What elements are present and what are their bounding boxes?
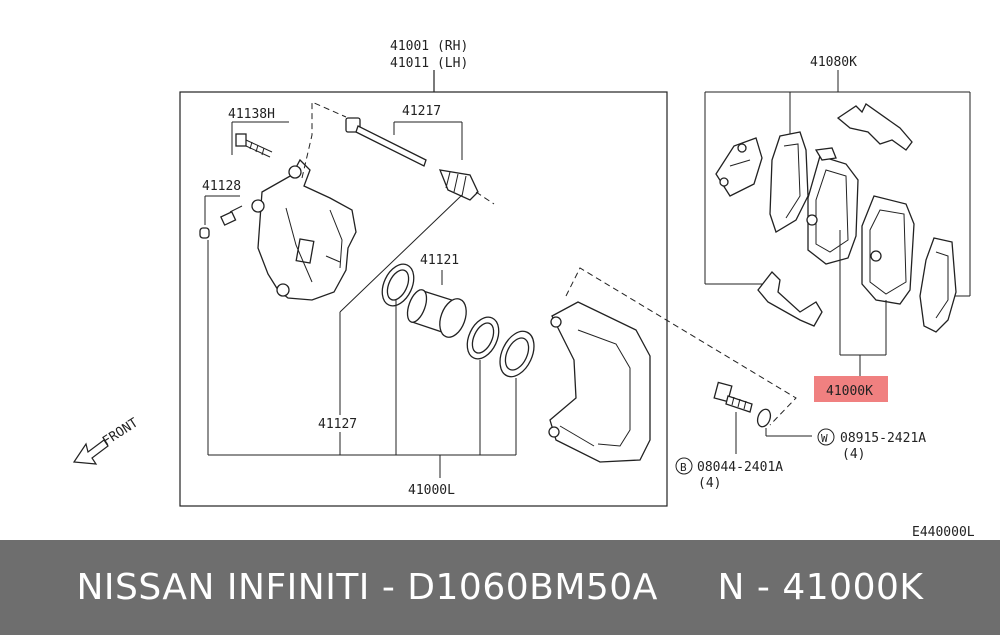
footer-banner: NISSAN INFINITI - D1060BM50A N - 41000K	[0, 540, 1000, 635]
pad-shim-right	[919, 237, 957, 333]
label-front: FRONT	[100, 415, 141, 449]
label-41138h: 41138H	[228, 107, 275, 122]
label-washer-qty: (4)	[842, 447, 865, 462]
guide-pin-set	[345, 117, 495, 205]
pad-shim	[715, 137, 763, 197]
label-caliper-rh: 41001 (RH)	[390, 39, 468, 54]
brake-pad-outer	[806, 147, 859, 265]
label-41080k: 41080K	[810, 55, 857, 70]
brake-pad-inner	[861, 195, 915, 305]
label-washer-part: 08915-2421A	[840, 431, 926, 446]
caliper-group-box	[179, 91, 668, 507]
bleeder-screw	[199, 205, 243, 239]
label-bolt-qty: (4)	[698, 476, 721, 491]
label-41000k: 41000K	[826, 384, 873, 399]
washer	[756, 408, 772, 428]
caliper-bracket	[548, 301, 651, 463]
label-41217: 41217	[402, 104, 441, 119]
bolt-41138h	[235, 133, 273, 158]
washer-code-icon: W	[821, 432, 828, 445]
caliper-body	[251, 158, 357, 301]
label-41127: 41127	[318, 417, 357, 432]
label-bolt-part: 08044-2401A	[697, 460, 783, 475]
label-caliper-lh: 41011 (LH)	[390, 56, 468, 71]
pad-clip-top	[836, 103, 913, 151]
bolt-code-icon: B	[680, 461, 687, 474]
label-41121: 41121	[420, 253, 459, 268]
pad-backing-shim	[769, 131, 809, 233]
bracket-bolt	[713, 381, 753, 413]
parts-diagram: 41001 (RH) 41011 (LH) 41138H 41128	[72, 39, 975, 540]
highlight-41000k	[814, 376, 888, 402]
diagram-id: E440000L	[912, 525, 975, 540]
pad-clip-bottom	[757, 271, 823, 327]
footer-text: NISSAN INFINITI - D1060BM50A N - 41000K	[76, 567, 924, 608]
label-41128: 41128	[202, 179, 241, 194]
front-arrow-icon	[72, 439, 109, 465]
label-41000l: 41000L	[408, 483, 455, 498]
piston	[381, 263, 535, 378]
